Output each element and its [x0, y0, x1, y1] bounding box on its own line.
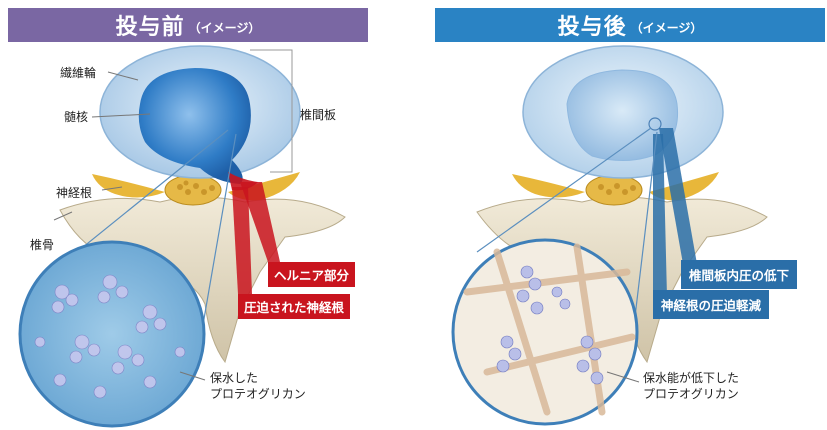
before-header: 投与前 （イメージ）: [8, 8, 368, 42]
label-nucleus: 髄核: [64, 108, 88, 125]
after-title: 投与後: [558, 9, 627, 41]
nerve-root-left: [92, 174, 165, 198]
callout-pressure-drop: 椎間板内圧の低下: [681, 260, 797, 289]
after-illustration: [427, 42, 827, 430]
label-proteoglycan-after: 保水能が低下した プロテオグリカン: [643, 370, 739, 402]
label-proteoglycan-before: 保水した プロテオグリカン: [210, 370, 306, 402]
before-title: 投与前: [116, 9, 185, 41]
before-subtitle: （イメージ）: [189, 19, 261, 36]
callout-hernia: ヘルニア部分: [268, 262, 355, 287]
proteoglycan-zoom-circle: [20, 242, 204, 426]
after-panel: 投与後 （イメージ）: [427, 0, 827, 430]
label-annulus: 繊維輪: [60, 64, 96, 81]
callout-compressed-nerve: 圧迫された神経根: [238, 294, 350, 319]
before-panel: 投与前 （イメージ）: [0, 0, 400, 430]
label-disc: 椎間板: [300, 106, 336, 123]
label-nerve-root: 神経根: [56, 184, 92, 201]
label-vertebra: 椎骨: [30, 236, 54, 253]
after-subtitle: （イメージ）: [631, 19, 703, 36]
callout-nerve-relief: 神経根の圧迫軽減: [653, 290, 769, 319]
before-illustration: [0, 42, 400, 430]
after-header: 投与後 （イメージ）: [435, 8, 825, 42]
